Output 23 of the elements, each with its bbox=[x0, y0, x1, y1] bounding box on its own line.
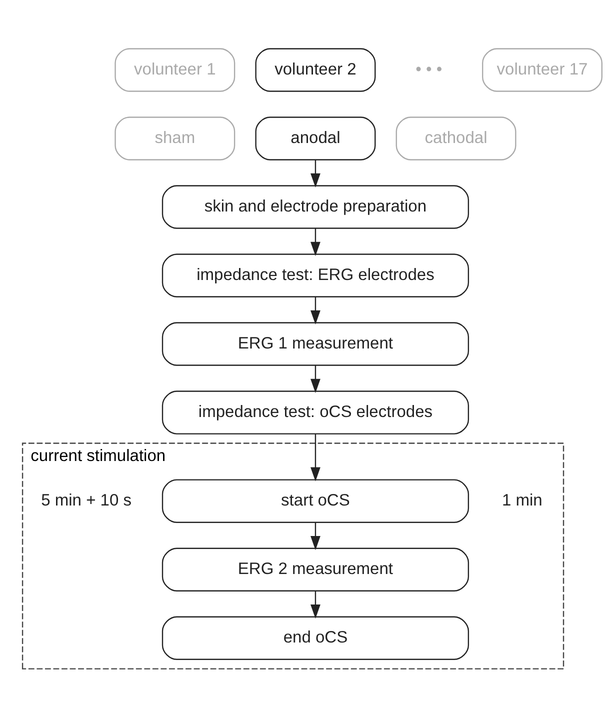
node-box: volunteer 17 bbox=[482, 48, 602, 92]
label: • • • bbox=[416, 58, 442, 78]
label: 1 min bbox=[502, 490, 542, 509]
node-box: ERG 1 measurement bbox=[162, 322, 470, 366]
node-box: cathodal bbox=[396, 116, 516, 160]
node-box: start oCS bbox=[162, 478, 470, 522]
arrow bbox=[310, 296, 320, 324]
node-box: volunteer 2 bbox=[255, 48, 376, 92]
arrow bbox=[310, 159, 320, 188]
node-box: end oCS bbox=[162, 616, 470, 660]
node-box: sham bbox=[114, 116, 236, 160]
arrow bbox=[310, 522, 320, 550]
node-box: impedance test: ERG electrodes bbox=[162, 253, 470, 297]
arrow bbox=[310, 590, 320, 618]
arrow bbox=[310, 228, 320, 256]
arrow bbox=[310, 434, 320, 481]
arrow bbox=[310, 364, 320, 393]
node-box: impedance test: oCS electrodes bbox=[162, 390, 470, 434]
label: 5 min + 10 s bbox=[41, 490, 132, 509]
node-box: ERG 2 measurement bbox=[162, 547, 470, 591]
node-box: volunteer 1 bbox=[114, 48, 236, 92]
node-box: anodal bbox=[255, 116, 376, 160]
node-box: skin and electrode preparation bbox=[162, 184, 470, 228]
